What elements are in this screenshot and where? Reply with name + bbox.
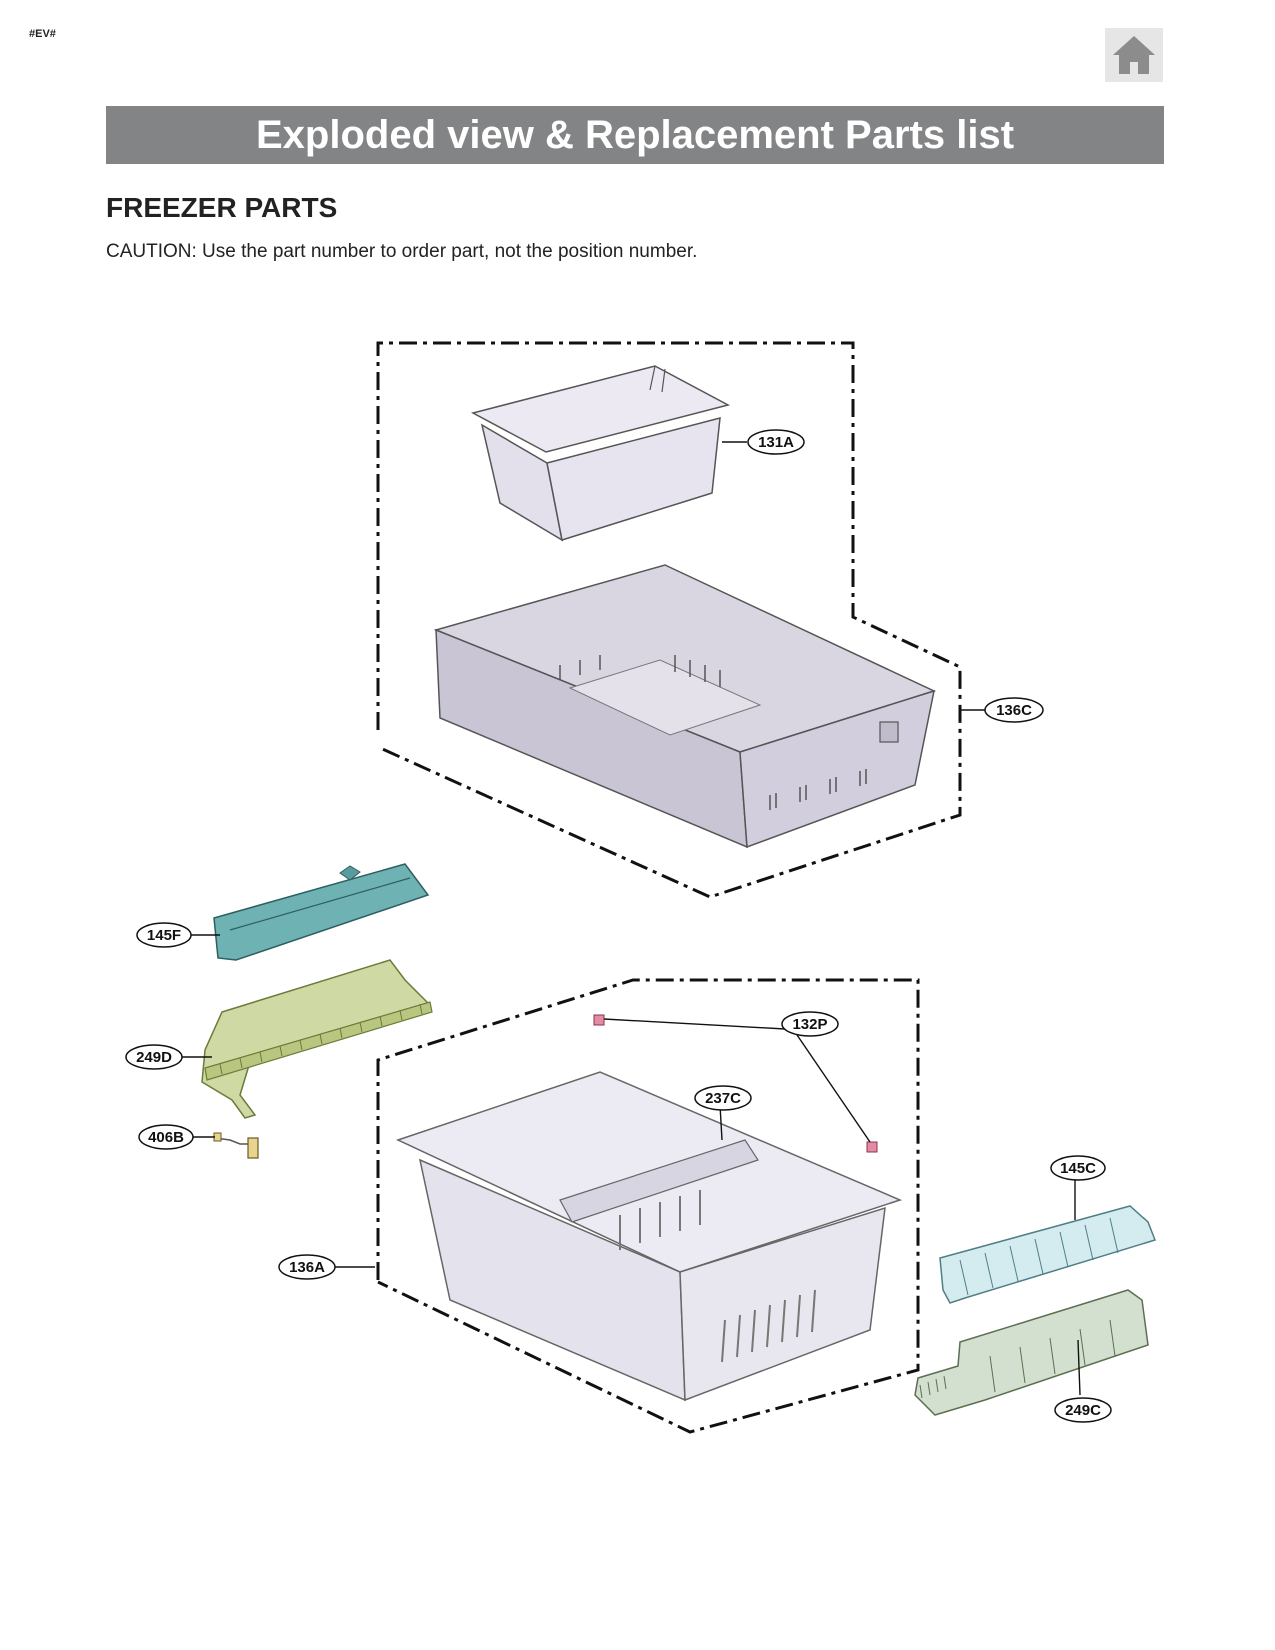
page-title: Exploded view & Replacement Parts list	[255, 112, 1015, 157]
home-icon	[1113, 36, 1155, 74]
callout-label: 249C	[1065, 1402, 1101, 1419]
callout-249D: 249D	[125, 1044, 183, 1070]
callout-249C: 249C	[1054, 1397, 1112, 1423]
callout-label: 131A	[758, 434, 794, 451]
callout-145F: 145F	[136, 922, 192, 948]
lower-group-boundary	[376, 978, 920, 1434]
callout-131A: 131A	[747, 429, 805, 455]
part-249D-rail	[201, 959, 433, 1119]
callout-label: 406B	[148, 1129, 184, 1146]
callout-label: 136A	[289, 1259, 325, 1276]
callout-237C: 237C	[694, 1085, 752, 1111]
document-tag: #EV#	[29, 28, 56, 40]
part-249C-rail	[914, 1289, 1149, 1416]
part-131A-small-bin	[470, 365, 731, 542]
part-132P-pad-right	[866, 1141, 878, 1153]
callout-label: 237C	[705, 1090, 741, 1107]
caution-text: CAUTION: Use the part number to order pa…	[106, 241, 698, 262]
part-136A-basket	[395, 1071, 903, 1402]
callout-145C: 145C	[1050, 1155, 1106, 1181]
callout-label: 136C	[996, 702, 1032, 719]
page-title-banner: Exploded view & Replacement Parts list	[106, 106, 1164, 164]
leader-lines	[182, 441, 1081, 1396]
callout-label: 249D	[136, 1049, 172, 1066]
part-145C-rail	[939, 1205, 1156, 1304]
part-132P-pad-left	[593, 1014, 605, 1026]
home-button[interactable]	[1105, 28, 1163, 82]
callout-label: 132P	[792, 1016, 827, 1033]
callout-label: 145C	[1060, 1160, 1096, 1177]
upper-group-boundary	[376, 341, 962, 899]
callout-136A: 136A	[278, 1254, 336, 1280]
callout-136C: 136C	[984, 697, 1044, 723]
section-heading: FREEZER PARTS	[106, 192, 338, 223]
part-145F-rail	[213, 863, 430, 961]
callout-406B: 406B	[138, 1124, 194, 1150]
callout-label: 145F	[147, 927, 181, 944]
part-136C-freezer-drawer	[433, 564, 937, 849]
callout-132P: 132P	[781, 1011, 839, 1037]
part-406B-clip	[213, 1132, 259, 1159]
